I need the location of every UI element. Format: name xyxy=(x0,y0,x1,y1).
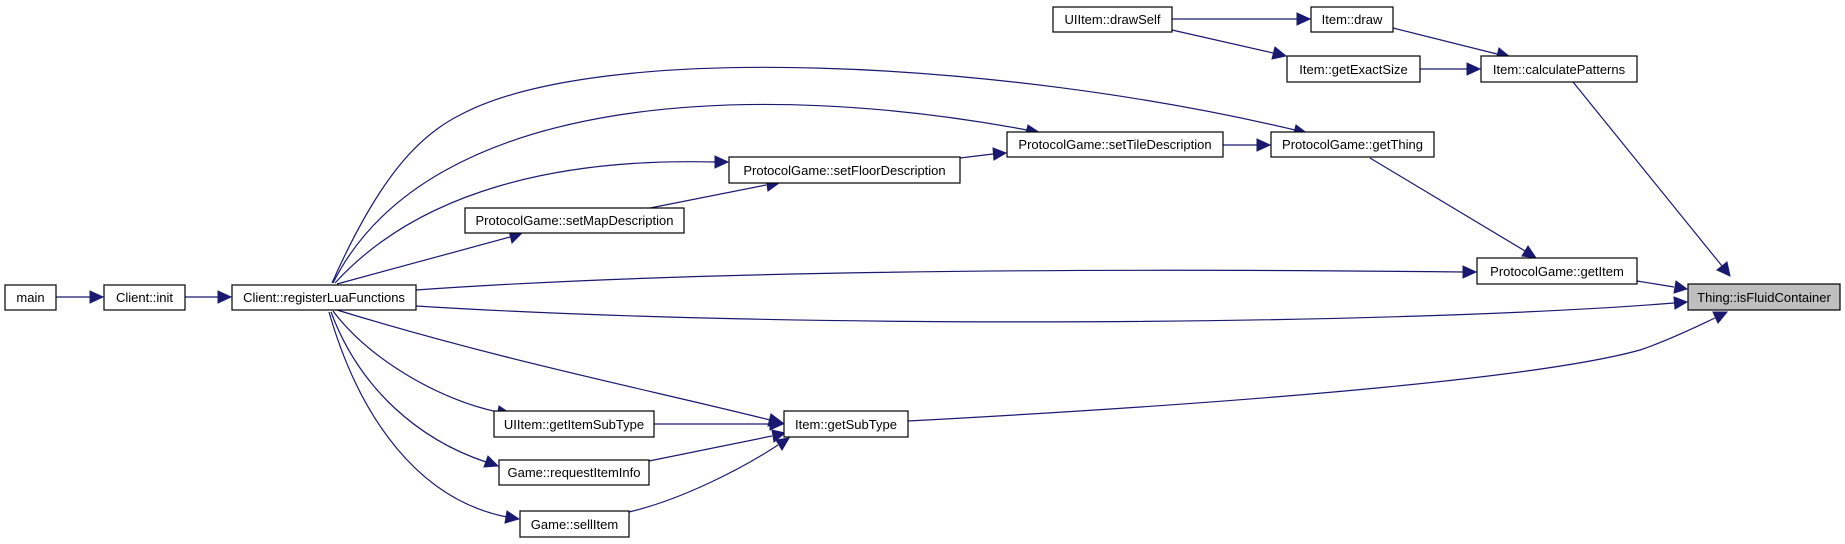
edge-uiitem-draw-self-to-item-get-exact-size xyxy=(1171,29,1274,54)
node-item-get-exact-size[interactable]: Item::getExactSize xyxy=(1286,55,1421,83)
node-label: Game::requestItemInfo xyxy=(508,465,641,480)
arrowhead xyxy=(771,429,787,443)
node-protocol-get-item[interactable]: ProtocolGame::getItem xyxy=(1476,257,1638,285)
node-client-init[interactable]: Client::init xyxy=(103,284,186,311)
arrowhead xyxy=(1256,138,1272,152)
arrowhead xyxy=(504,510,521,524)
arrowhead xyxy=(1673,296,1689,310)
node-protocol-set-map-description[interactable]: ProtocolGame::setMapDescription xyxy=(464,207,685,234)
node-uiitem-get-item-subtype[interactable]: UIItem::getItemSubType xyxy=(493,410,655,438)
node-label: Item::calculatePatterns xyxy=(1493,62,1626,77)
node-label: Game::sellItem xyxy=(531,517,618,532)
edge-register-to-set-floor-description xyxy=(334,161,716,284)
edge-register-to-get-thing xyxy=(331,66,1296,284)
node-label: UIItem::getItemSubType xyxy=(504,417,644,432)
node-label: Thing::isFluidContainer xyxy=(1697,290,1831,305)
arrowhead xyxy=(1466,62,1482,76)
arrowhead xyxy=(217,290,233,304)
edge-item-get-subtype-to-is-fluid-container xyxy=(907,317,1716,422)
node-main[interactable]: main xyxy=(4,284,57,311)
node-item-get-subtype[interactable]: Item::getSubType xyxy=(783,410,909,438)
edge-register-to-is-fluid-container xyxy=(415,302,1675,323)
edge-register-to-game-request-item-info xyxy=(330,311,487,463)
edge-register-to-item-get-subtype xyxy=(336,309,771,421)
node-uiitem-draw-self[interactable]: UIItem::drawSelf xyxy=(1052,6,1173,33)
arrowhead xyxy=(1716,261,1731,277)
node-label: ProtocolGame::setTileDescription xyxy=(1018,137,1211,152)
node-label: Client::registerLuaFunctions xyxy=(243,290,405,305)
node-label: Client::init xyxy=(116,290,173,305)
edge-register-to-protocol-get-item xyxy=(415,269,1464,291)
arrowhead xyxy=(1462,265,1478,279)
arrowhead xyxy=(775,437,790,451)
edge-calculate-patterns-to-is-fluid-container xyxy=(1572,81,1723,267)
node-thing-is-fluid-container[interactable]: Thing::isFluidContainer xyxy=(1687,283,1841,311)
node-label: main xyxy=(16,290,44,305)
node-protocol-set-tile-description[interactable]: ProtocolGame::setTileDescription xyxy=(1006,131,1224,158)
nodes: main Client::init Client::registerLuaFun… xyxy=(4,6,1841,538)
arrowhead xyxy=(89,290,105,304)
node-label: ProtocolGame::getItem xyxy=(1490,264,1624,279)
arrowhead xyxy=(1712,311,1729,324)
node-item-draw[interactable]: Item::draw xyxy=(1310,6,1394,33)
arrowhead xyxy=(1521,245,1538,259)
edge-get-thing-to-protocol-get-item xyxy=(1369,157,1526,252)
node-item-calculate-patterns[interactable]: Item::calculatePatterns xyxy=(1480,55,1638,83)
node-label: ProtocolGame::getThing xyxy=(1282,137,1423,152)
node-protocol-set-floor-description[interactable]: ProtocolGame::setFloorDescription xyxy=(728,156,961,184)
node-label: ProtocolGame::setMapDescription xyxy=(476,213,674,228)
node-client-register-lua-functions[interactable]: Client::registerLuaFunctions xyxy=(231,284,417,311)
edge-game-request-item-info-to-item-get-subtype xyxy=(648,435,773,462)
node-label: Item::getExactSize xyxy=(1299,62,1407,77)
edges xyxy=(56,12,1731,524)
arrowhead xyxy=(1296,12,1312,26)
edge-register-to-set-map-description xyxy=(336,236,511,285)
node-label: UIItem::drawSelf xyxy=(1064,12,1160,27)
node-label: Item::getSubType xyxy=(795,417,897,432)
edge-item-draw-to-calculate-patterns xyxy=(1392,27,1498,55)
node-label: Item::draw xyxy=(1322,12,1383,27)
arrowhead xyxy=(992,147,1008,161)
edge-set-map-description-to-set-floor-description xyxy=(644,184,767,210)
arrowhead xyxy=(1673,280,1689,294)
edge-register-to-uiitem-get-item-subtype xyxy=(332,310,499,413)
arrowhead xyxy=(714,155,730,169)
arrowhead xyxy=(769,417,785,431)
edge-game-sell-item-to-item-get-subtype xyxy=(628,444,779,513)
node-game-request-item-info[interactable]: Game::requestItemInfo xyxy=(498,459,650,486)
edge-protocol-get-item-to-is-fluid-container xyxy=(1636,280,1675,288)
node-game-sell-item[interactable]: Game::sellItem xyxy=(519,510,630,538)
node-label: ProtocolGame::setFloorDescription xyxy=(743,163,945,178)
edge-set-floor-description-to-set-tile-description xyxy=(959,153,994,159)
edge-register-to-set-tile-description xyxy=(332,103,1028,284)
edge-register-to-game-sell-item xyxy=(328,311,508,518)
arrowhead xyxy=(1271,46,1288,60)
node-protocol-get-thing[interactable]: ProtocolGame::getThing xyxy=(1270,131,1435,158)
arrowhead xyxy=(483,455,500,468)
